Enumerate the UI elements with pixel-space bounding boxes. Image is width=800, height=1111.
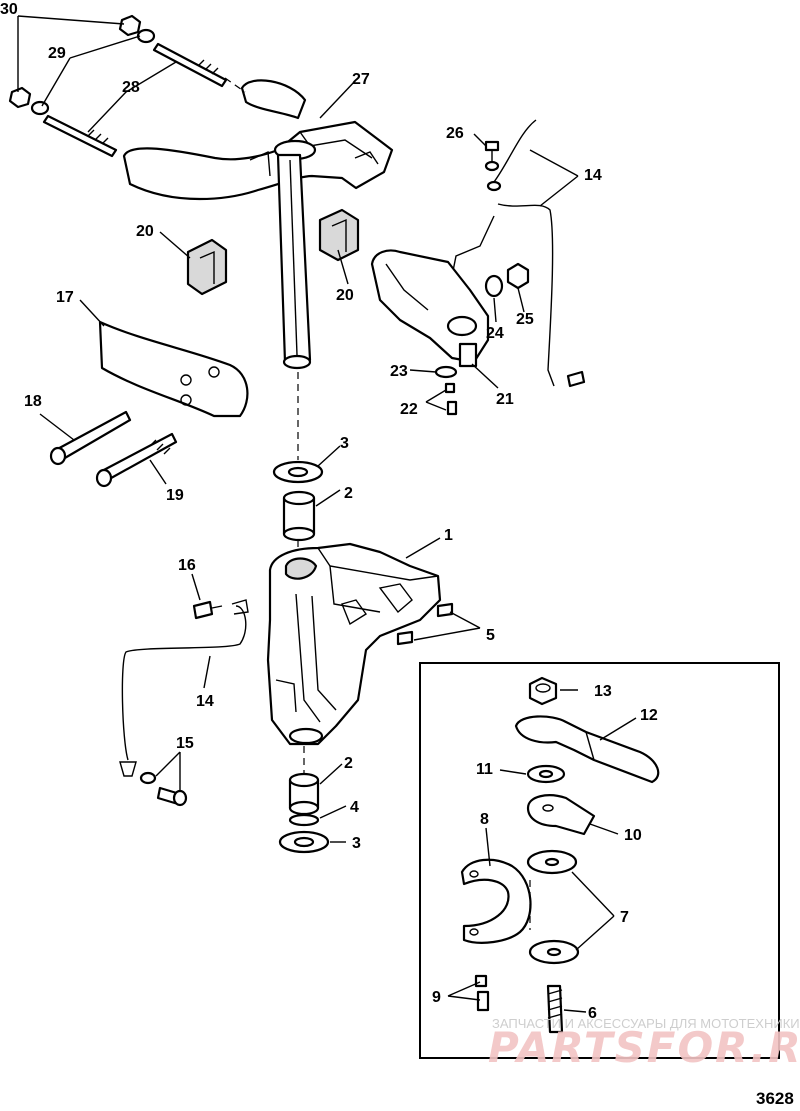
screws-part-5 [396,602,454,646]
callout-6: 6 [588,1005,597,1022]
ground-wire-part-14-lower [119,599,249,777]
bushing-part-2-lower [288,772,320,816]
damper-part-20-left [186,238,228,296]
callout-27: 27 [352,71,370,88]
callout-30: 30 [0,1,18,18]
callout-24: 24 [486,325,504,342]
damper-part-20-right [318,208,360,262]
callout-26: 26 [446,125,464,142]
callout-3-lower: 3 [352,835,361,852]
callout-20-right: 20 [336,287,354,304]
washer-part-24 [484,274,504,298]
callout-11: 11 [476,761,493,778]
bolt-part-18 [49,410,132,466]
bolt-part-19 [95,432,178,488]
figure-number: 3628 [756,1089,794,1108]
callout-22: 22 [400,401,418,418]
fasteners-part-15 [139,771,188,807]
callout-20-left: 20 [136,223,154,240]
stud-part-28 [42,42,228,158]
yoke-part-27 [122,77,394,201]
callout-10: 10 [624,827,642,844]
stud-part-6 [546,984,564,1034]
callout-28: 28 [122,79,140,96]
callout-2-upper: 2 [344,485,353,502]
nut-part-13 [528,676,558,706]
callout-14-lower: 14 [196,693,214,710]
callout-labels: 30 29 28 27 26 14 20 20 17 24 25 23 21 2… [0,1,658,1022]
callout-4: 4 [350,799,359,816]
nut-part-25 [506,262,530,290]
callout-15: 15 [176,735,194,752]
o-ring-part-4 [288,813,320,827]
tube-part [276,153,312,370]
bushing-part-2-upper [282,490,316,542]
washer-part-3-upper [272,460,324,484]
screws-part-22 [444,382,458,416]
screw-part-26 [484,140,502,192]
washer-part-23 [434,365,458,379]
callout-1: 1 [444,527,453,544]
callout-25: 25 [516,311,534,328]
callout-13: 13 [594,683,612,700]
plate-part-10 [526,794,596,836]
watermark-logo: PARTSFOR.RU [488,1023,800,1072]
wire-part-14-upper [451,119,586,388]
callout-2-lower: 2 [344,755,353,772]
inset-box [419,662,780,1059]
bracket-part-17 [98,320,249,418]
watermark: ЗАПЧАСТИ И АКСЕССУАРЫ ДЛЯ МОТОТЕХНИКИ PA… [488,1016,800,1072]
callout-29: 29 [48,45,66,62]
callout-8: 8 [480,811,489,828]
screws-part-9 [474,974,490,1012]
washers-part-7 [526,849,580,965]
watermark-tagline: ЗАПЧАСТИ И АКСЕССУАРЫ ДЛЯ МОТОТЕХНИКИ [492,1016,800,1031]
callout-5: 5 [486,627,495,644]
callout-21: 21 [496,391,514,408]
nut-part-30 [8,14,142,109]
washer-part-29 [30,28,156,116]
callout-16: 16 [178,557,196,574]
leader-lines [17,15,637,1013]
plate-part-21 [370,249,490,368]
callout-12: 12 [640,707,658,724]
callout-23: 23 [390,363,408,380]
callout-17: 17 [56,289,74,306]
bracket-part-8 [460,858,532,944]
callout-3-upper: 3 [340,435,349,452]
tiller-part-12 [514,715,660,784]
callout-14-upper: 14 [584,167,602,184]
callout-18: 18 [24,393,42,410]
washer-part-11 [526,764,566,784]
screw-part-16 [192,600,223,620]
callout-9: 9 [432,989,441,1006]
callout-7: 7 [620,909,629,926]
washer-part-3-lower [278,830,330,854]
callout-19: 19 [166,487,184,504]
swivel-bracket-part-1 [266,542,442,746]
